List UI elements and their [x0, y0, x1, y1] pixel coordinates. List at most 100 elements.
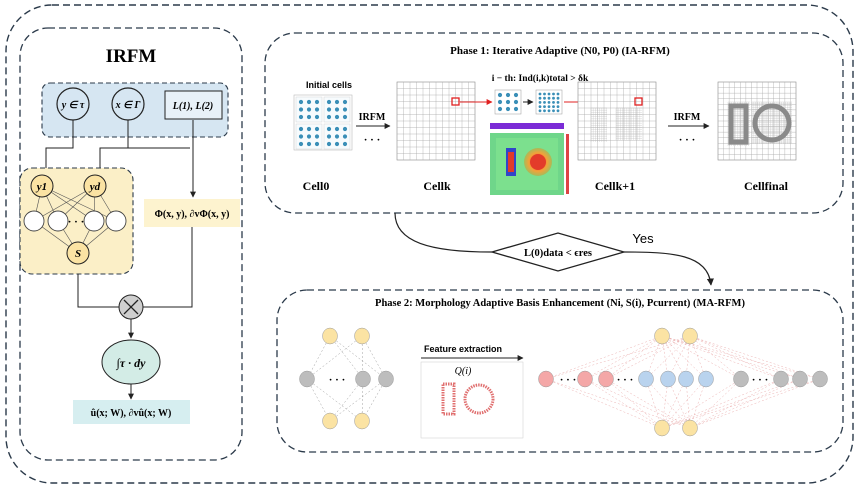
network-edge: [605, 335, 663, 380]
cell-dot: [326, 141, 332, 147]
cell-dot: [497, 99, 503, 105]
network-edge: [329, 378, 364, 422]
network-node: [678, 370, 694, 388]
network-node: [322, 327, 338, 345]
cell-dot: [334, 107, 340, 112]
cell-final-refined-bar: [728, 103, 749, 145]
cell-dot: [513, 106, 519, 112]
irfm-step-label-1: IRFM: [359, 112, 386, 123]
cell-dot: [543, 109, 546, 113]
connector-net-multiply: [77, 274, 119, 308]
network-node: [682, 419, 698, 437]
cell-dot: [342, 141, 348, 147]
heatmap-circle-core: [530, 154, 546, 170]
network-dots: · · ·: [68, 216, 85, 228]
network-edge: [584, 335, 663, 380]
cell-dot: [543, 105, 546, 108]
phase2-ellipsis-1: · · ·: [329, 374, 346, 386]
network-node: [354, 412, 370, 430]
output-box: [73, 400, 190, 424]
network-edge: [545, 335, 663, 380]
cell-dot: [547, 92, 551, 96]
cell-dot: [306, 141, 312, 147]
cell-dot: [538, 105, 542, 108]
initial-cells-dots: [295, 96, 351, 150]
phase2-ellipsis-red: · · ·: [560, 374, 577, 386]
network-edge: [605, 378, 691, 429]
cell-dot: [538, 109, 542, 113]
network-node: [598, 370, 614, 388]
network-edge: [584, 378, 691, 429]
zoom-cell-refined-points: [538, 92, 560, 113]
network-edge: [689, 335, 782, 380]
cell-dot: [334, 114, 340, 120]
irfm-step-label-2: IRFM: [674, 112, 701, 123]
network-edge: [661, 378, 821, 429]
cell-dot: [538, 101, 542, 104]
network-node: [638, 370, 654, 388]
cell-dot: [314, 134, 320, 139]
input-operators-box: [164, 90, 223, 120]
network-edge: [605, 378, 663, 429]
cell-dot: [342, 107, 348, 112]
cell-dot: [298, 114, 304, 120]
phase2-enhanced-network: [538, 327, 828, 437]
network-edge: [584, 335, 691, 380]
cell-dot: [342, 114, 348, 120]
cell-dot: [505, 99, 511, 105]
network-hidden-node: [83, 210, 105, 232]
network-edge: [661, 378, 707, 429]
feature-plot: [420, 361, 524, 439]
phase2-ellipsis-gray: · · ·: [752, 374, 769, 386]
cell-dot: [298, 141, 304, 147]
cell-dot: [298, 126, 304, 132]
network-edge: [545, 335, 691, 380]
network-node: [378, 370, 394, 388]
network-node: [773, 370, 789, 388]
cell-dot: [298, 107, 304, 112]
network-edge: [545, 378, 691, 429]
cell-dot: [556, 109, 560, 113]
cell-dot: [326, 107, 332, 112]
network-node: [299, 370, 315, 388]
cell-dot: [314, 141, 320, 147]
network-node: [682, 327, 698, 345]
cell-dot: [326, 99, 332, 105]
network-edge: [645, 378, 663, 429]
cell-dot: [547, 109, 551, 113]
network-edge: [689, 335, 742, 380]
cell-k1-selected-marker: [634, 97, 643, 106]
refinement-condition: i − th: Ind(i,k)total > δk: [492, 73, 589, 84]
network-node: [577, 370, 593, 388]
heatmap-bar-core: [508, 152, 514, 172]
integral-label: ∫τ · dy: [116, 356, 147, 370]
input-x-label: x ∈ Γ: [115, 100, 142, 111]
phase1-panel: [264, 32, 844, 214]
network-y1-label: y1: [35, 181, 47, 193]
cell-dot: [326, 114, 332, 120]
network-edge: [689, 378, 707, 429]
network-edge: [689, 378, 742, 429]
cell-dot: [538, 96, 542, 100]
heatmap-colorbar-top: [490, 123, 564, 129]
decision-yes-label: Yes: [632, 231, 654, 246]
network-edge: [689, 335, 821, 380]
network-node: [355, 370, 371, 388]
cell-dot: [342, 126, 348, 132]
cell-dot: [306, 134, 312, 139]
network-yd-label: yd: [88, 181, 101, 193]
cell-dot: [543, 92, 546, 96]
cell-dot: [334, 126, 340, 132]
outer-frame: [5, 4, 854, 484]
cell-dot: [314, 99, 320, 105]
network-node: [538, 370, 554, 388]
network-edge: [661, 335, 821, 380]
feature-extraction-label: Feature extraction: [424, 344, 502, 354]
network-hidden-node: [105, 210, 127, 232]
phase2-ellipsis-mid: · · ·: [617, 374, 634, 386]
initial-cells-label: Initial cells: [306, 80, 352, 90]
network-node: [654, 419, 670, 437]
network-edge: [667, 378, 691, 429]
